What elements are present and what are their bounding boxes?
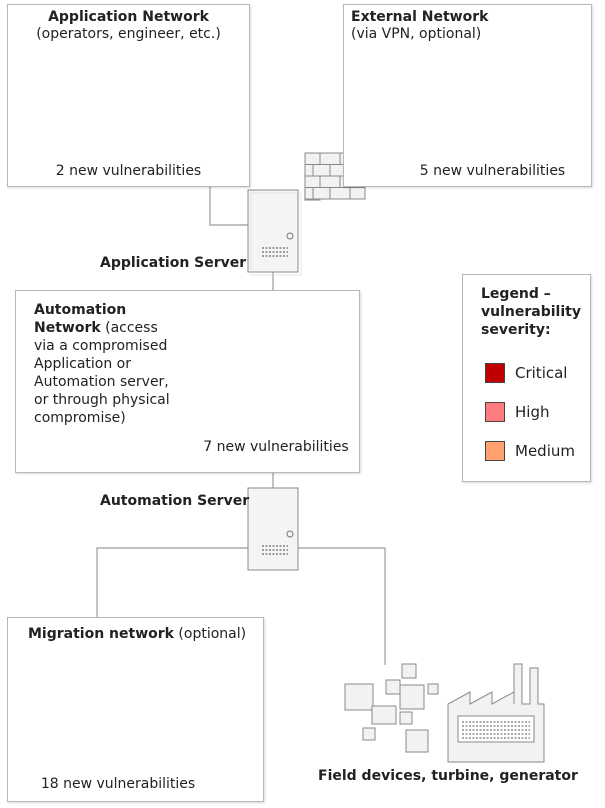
external-network-count: 5 new vulnerabilities [419,163,566,179]
application-network-subtitle: (operators, engineer, etc.) [36,26,221,42]
legend-label-critical: Critical [515,364,568,382]
automation-network-desc-6: compromise) [34,410,126,426]
field-devices-icon [344,663,439,753]
connector-automation-server-to-migration [96,547,248,617]
legend-label-medium: Medium [515,442,575,460]
legend-label-high: High [515,403,550,421]
factory-icon [447,663,545,763]
automation-network-count: 7 new vulnerabilities [203,439,349,455]
application-network-box: Application Network (operators, engineer… [7,4,250,187]
legend-item-high: High [485,402,549,422]
connector-automation-server-to-field [298,547,386,665]
legend-item-critical: Critical [485,363,567,383]
legend-swatch-medium [485,441,505,461]
automation-network-desc-2: via a compromised [34,338,168,354]
legend-title-line-2: vulnerability [481,304,581,320]
application-server-icon [247,189,302,276]
application-network-count: 2 new vulnerabilities [55,163,202,179]
legend-box: Legend – vulnerability severity: Critica… [462,274,591,482]
legend-item-medium: Medium [485,441,575,461]
legend-title-line-1: Legend – [481,286,551,302]
external-network-title: External Network [351,9,489,25]
automation-network-desc-4: Automation server, [34,374,169,390]
external-network-box: External Network (via VPN, optional) 5 n… [343,4,592,187]
automation-network-desc-1: (access [100,320,158,336]
connector-app-network-to-app-server [209,185,248,226]
legend-swatch-critical [485,363,505,383]
automation-network-title: Automation Network (access via a comprom… [34,302,170,426]
automation-network-box: Automation Network (access via a comprom… [15,290,360,473]
field-devices-label: Field devices, turbine, generator [318,768,578,784]
migration-network-count: 18 new vulnerabilities [40,776,196,792]
legend-title-line-3: severity: [481,322,551,338]
automation-network-desc-5: or through physical [34,392,170,408]
external-network-subtitle: (via VPN, optional) [351,26,482,42]
application-server-label: Application Server [100,255,247,271]
migration-network-box: Migration network (optional) 18 new vuln… [7,617,264,802]
automation-network-desc-3: Application or [34,356,131,372]
automation-server-icon [247,487,299,571]
legend-swatch-high [485,402,505,422]
legend-title: Legend – vulnerability severity: [481,285,581,339]
migration-network-subtitle: (optional) [173,626,247,642]
migration-network-title: Migration network (optional) [28,626,247,642]
application-network-title: Application Network [48,9,209,25]
automation-server-label: Automation Server [100,493,250,509]
